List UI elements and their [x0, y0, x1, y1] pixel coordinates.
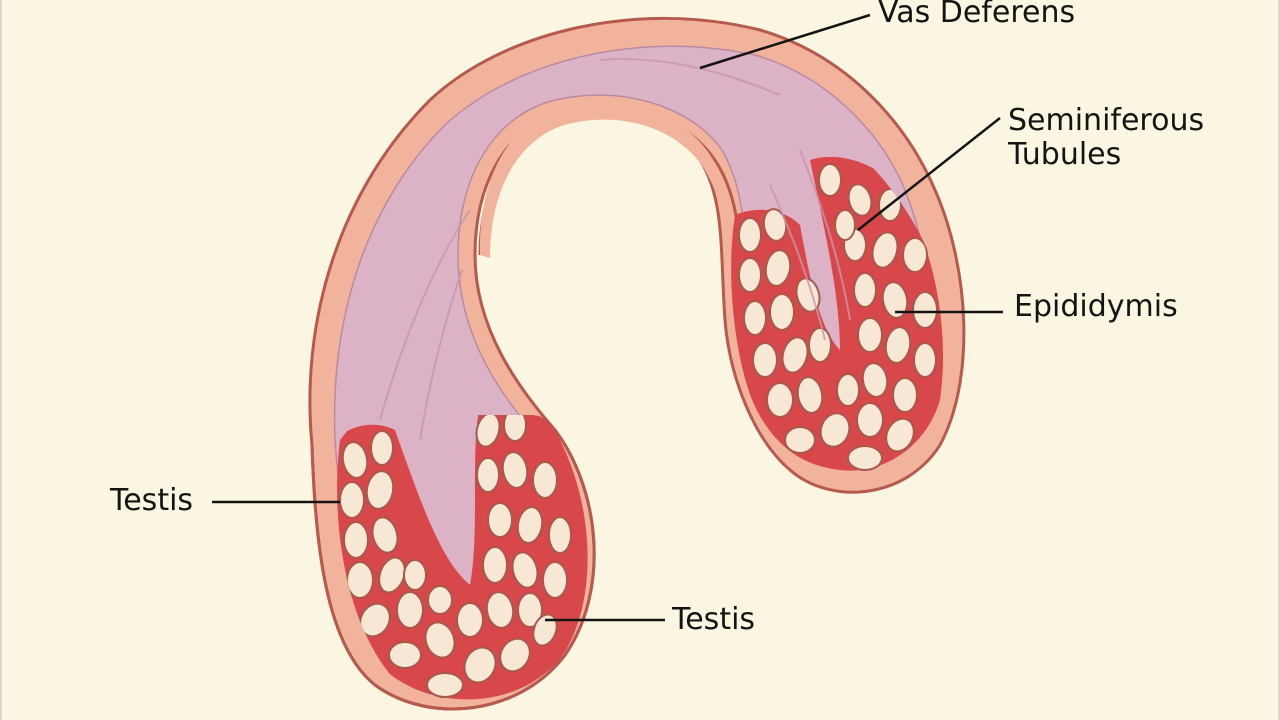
label-testis-bottom: Testis	[672, 602, 756, 637]
left-testis-outline	[310, 429, 596, 711]
label-epididymis: Epididymis	[1014, 289, 1178, 324]
right-frame-line	[1278, 0, 1280, 720]
left-testis-tubules	[339, 415, 572, 698]
duct-streaks	[379, 58, 851, 441]
leader-lines	[212, 13, 1003, 622]
leader-seminiferous-tubules	[857, 117, 1001, 231]
label-vas-deferens: Vas Deferens	[878, 0, 1076, 30]
left-frame-line	[0, 0, 2, 720]
epididymis-tubules	[738, 163, 938, 471]
label-seminiferous-tubules: Seminiferous Tubules	[1008, 103, 1205, 172]
leader-vas-deferens	[699, 13, 871, 70]
label-testis-left: Testis	[110, 483, 194, 518]
